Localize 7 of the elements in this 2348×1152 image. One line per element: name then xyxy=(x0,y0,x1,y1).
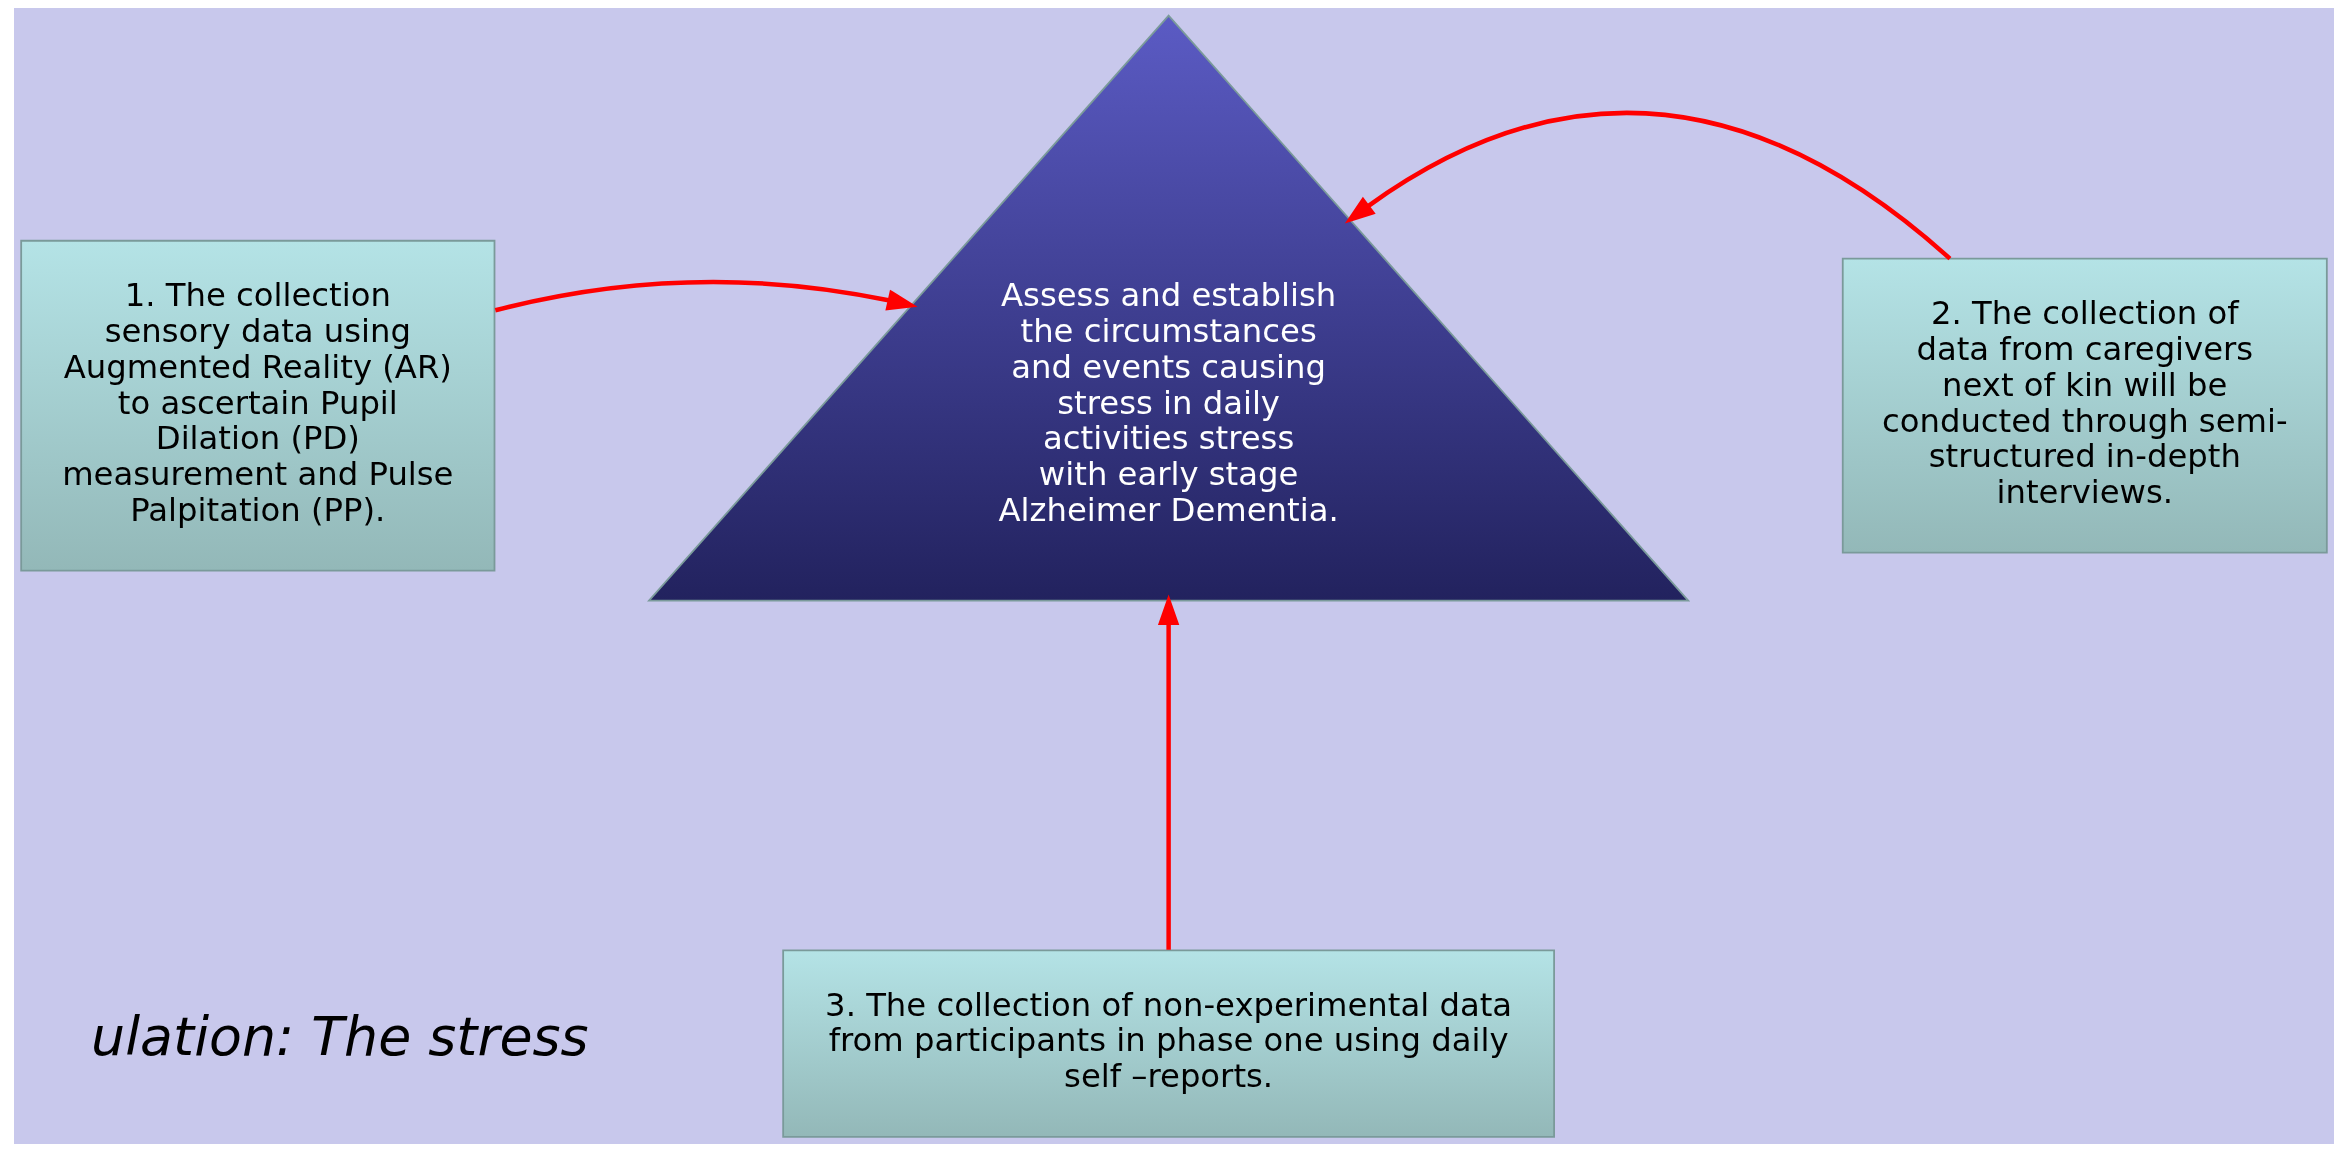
node-box: 2. The collection of data from caregivers next of kin will be conducted through semi-structured in-depth interviews. xyxy=(1841,257,2328,554)
arrow xyxy=(1344,110,1952,261)
arrow xyxy=(494,279,918,313)
arrow xyxy=(1157,594,1180,950)
node-box: 1. The collection sensory data using Augmented Reality (AR) to ascertain Pupil Dilation (PD) measurement and Pulse Palpitation (PP). xyxy=(20,239,496,572)
label: ulation: The stress xyxy=(91,1005,589,1069)
node-box: 3. The collection of non-experimental data from participants in phase one using daily self –reports. xyxy=(782,949,1555,1138)
